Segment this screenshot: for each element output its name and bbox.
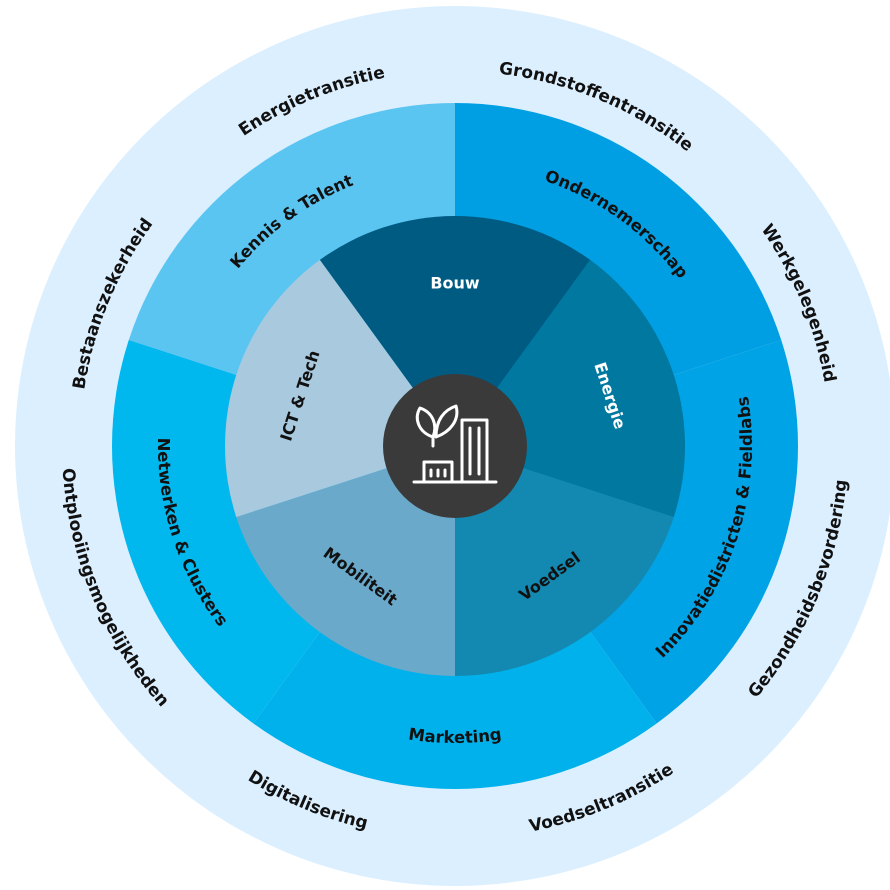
middle-label: Marketing <box>407 724 502 747</box>
inner-segment <box>236 446 455 676</box>
leaf-building-icon <box>412 404 498 484</box>
inner-segment <box>455 446 674 676</box>
inner-label: Bouw <box>430 274 480 293</box>
inner-segment <box>319 216 591 446</box>
center-circle <box>383 374 527 518</box>
